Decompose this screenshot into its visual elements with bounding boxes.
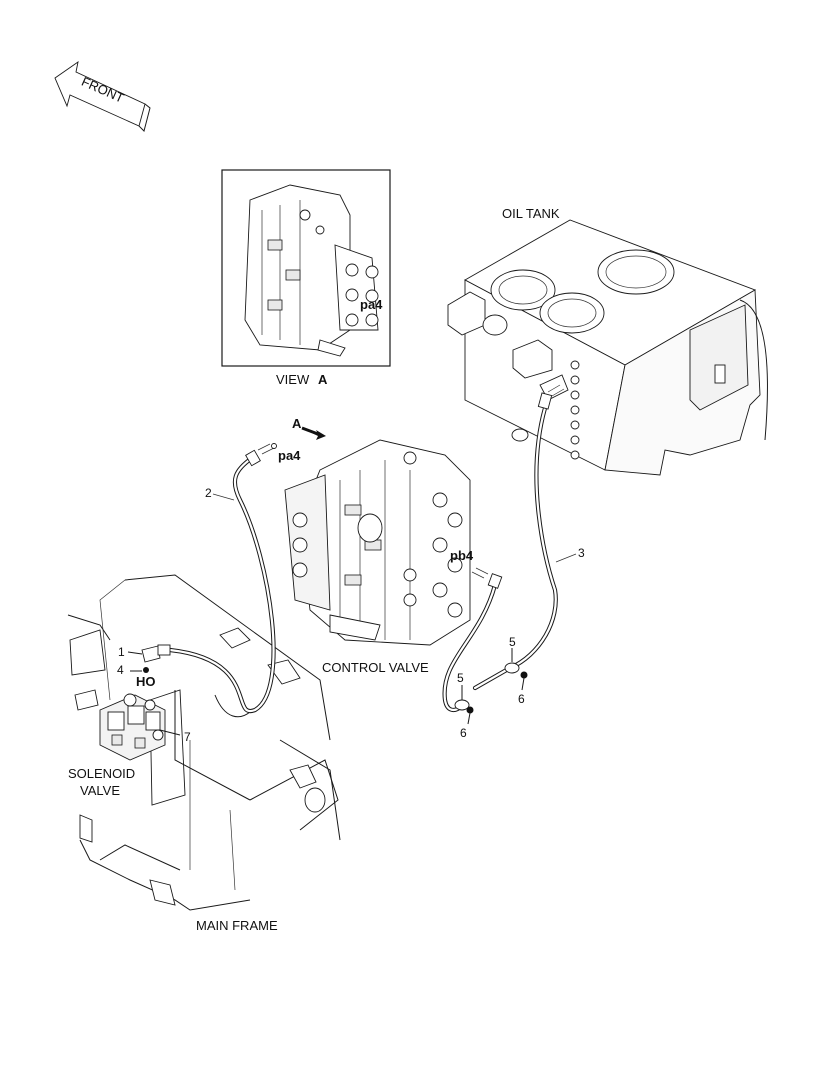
main-frame-label: MAIN FRAME bbox=[196, 918, 278, 933]
bolt-6a bbox=[466, 706, 474, 725]
solenoid-label-1: SOLENOID bbox=[68, 766, 135, 781]
solenoid-valve: SOLENOID VALVE bbox=[68, 693, 166, 798]
main-frame: MAIN FRAME bbox=[67, 574, 341, 933]
clamp-5a bbox=[454, 685, 470, 711]
control-valve: CONTROL VALVE bbox=[284, 439, 471, 675]
control-valve-label: CONTROL VALVE bbox=[322, 660, 429, 675]
oil-tank-label: OIL TANK bbox=[502, 206, 560, 221]
callout-7: 7 bbox=[184, 730, 191, 744]
callout-3: 3 bbox=[578, 546, 585, 560]
callout-6a: 6 bbox=[460, 726, 467, 740]
callout-6b: 6 bbox=[518, 692, 525, 706]
hose-pb4 bbox=[442, 567, 503, 712]
view-arrow-icon: A bbox=[292, 416, 326, 440]
fitting-1 bbox=[127, 644, 171, 663]
inset-valve-drawing bbox=[244, 184, 379, 357]
callout-1: 1 bbox=[118, 645, 125, 659]
callouts: 1 2 3 4 5 5 6 6 7 bbox=[117, 486, 585, 744]
leader-2 bbox=[212, 493, 235, 501]
callout-2: 2 bbox=[205, 486, 212, 500]
clamp-5b bbox=[504, 648, 520, 674]
solenoid-label-2: VALVE bbox=[80, 783, 120, 798]
leader-3 bbox=[555, 553, 577, 563]
view-a-inset: pa4 VIEW A bbox=[221, 169, 391, 387]
callout-5b: 5 bbox=[509, 635, 516, 649]
leader-7 bbox=[159, 729, 181, 736]
washer-4 bbox=[130, 667, 149, 673]
port-pa4: pa4 bbox=[278, 448, 301, 463]
view-title-letter: A bbox=[318, 372, 328, 387]
callout-4: 4 bbox=[117, 663, 124, 677]
front-arrow-icon: FRONT bbox=[54, 60, 151, 132]
view-port-pa4: pa4 bbox=[360, 297, 383, 312]
bolt-6b bbox=[520, 671, 528, 691]
oil-tank: OIL TANK bbox=[447, 206, 768, 476]
callout-5a: 5 bbox=[457, 671, 464, 685]
view-arrow-letter: A bbox=[292, 416, 302, 431]
view-title: VIEW bbox=[276, 372, 310, 387]
hose-3 bbox=[472, 384, 565, 691]
port-ho: HO bbox=[136, 674, 156, 689]
port-pb4: pb4 bbox=[450, 548, 474, 563]
hose-2 bbox=[167, 443, 277, 714]
